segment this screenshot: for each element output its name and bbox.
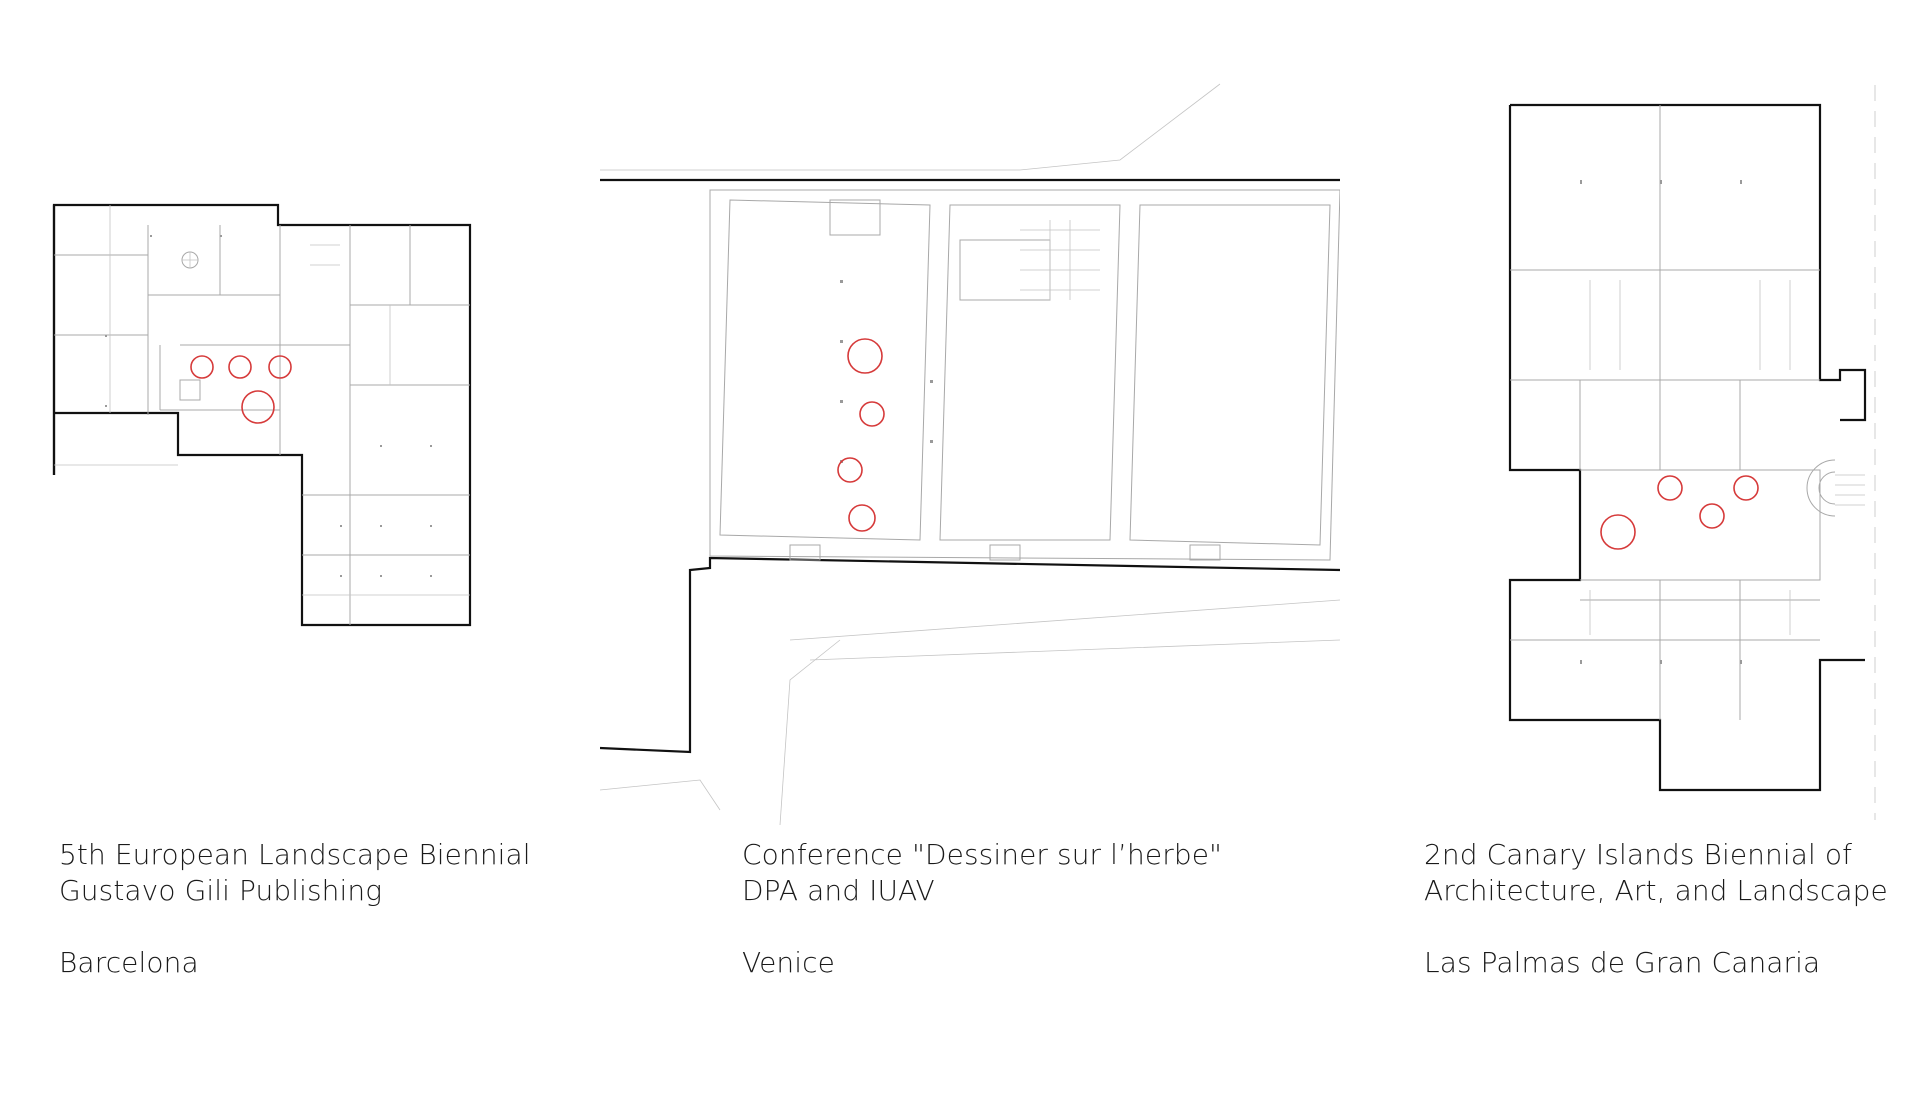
floor-plan-venice	[600, 80, 1340, 825]
exhibit-marker	[847, 338, 883, 374]
exhibit-marker	[268, 355, 292, 379]
project-title-line2: DPA and IUAV	[742, 874, 935, 907]
caption-las-palmas: 2nd Canary Islands Biennial of Architect…	[1424, 837, 1888, 981]
project-title-line1: Conference "Dessiner sur l’herbe"	[742, 838, 1222, 871]
floor-plan-las-palmas	[1500, 80, 1880, 820]
floor-plan-barcelona	[50, 195, 490, 640]
floor-plan-barcelona-drawing	[52, 203, 472, 627]
exhibit-marker	[1657, 475, 1683, 501]
project-place: Venice	[742, 946, 835, 979]
caption-venice: Conference "Dessiner sur l’herbe" DPA an…	[742, 837, 1222, 981]
exhibit-marker	[241, 390, 275, 424]
caption-barcelona: 5th European Landscape Biennial Gustavo …	[59, 837, 531, 981]
exhibit-marker	[837, 457, 863, 483]
project-title-line2: Architecture, Art, and Landscape	[1424, 874, 1888, 907]
exhibit-marker	[848, 504, 876, 532]
exhibit-marker	[228, 355, 252, 379]
project-title-line1: 5th European Landscape Biennial	[59, 838, 531, 871]
floor-plan-las-palmas-drawing	[1508, 85, 1876, 820]
exhibit-marker	[190, 355, 214, 379]
project-title-line2: Gustavo Gili Publishing	[59, 874, 383, 907]
project-place: Barcelona	[59, 946, 199, 979]
exhibit-marker	[1699, 503, 1725, 529]
project-place: Las Palmas de Gran Canaria	[1424, 946, 1821, 979]
exhibit-marker	[859, 401, 885, 427]
floor-plan-venice-drawing	[600, 83, 1340, 825]
project-title-line1: 2nd Canary Islands Biennial of	[1424, 838, 1853, 871]
exhibit-marker	[1733, 475, 1759, 501]
exhibit-marker	[1600, 514, 1636, 550]
